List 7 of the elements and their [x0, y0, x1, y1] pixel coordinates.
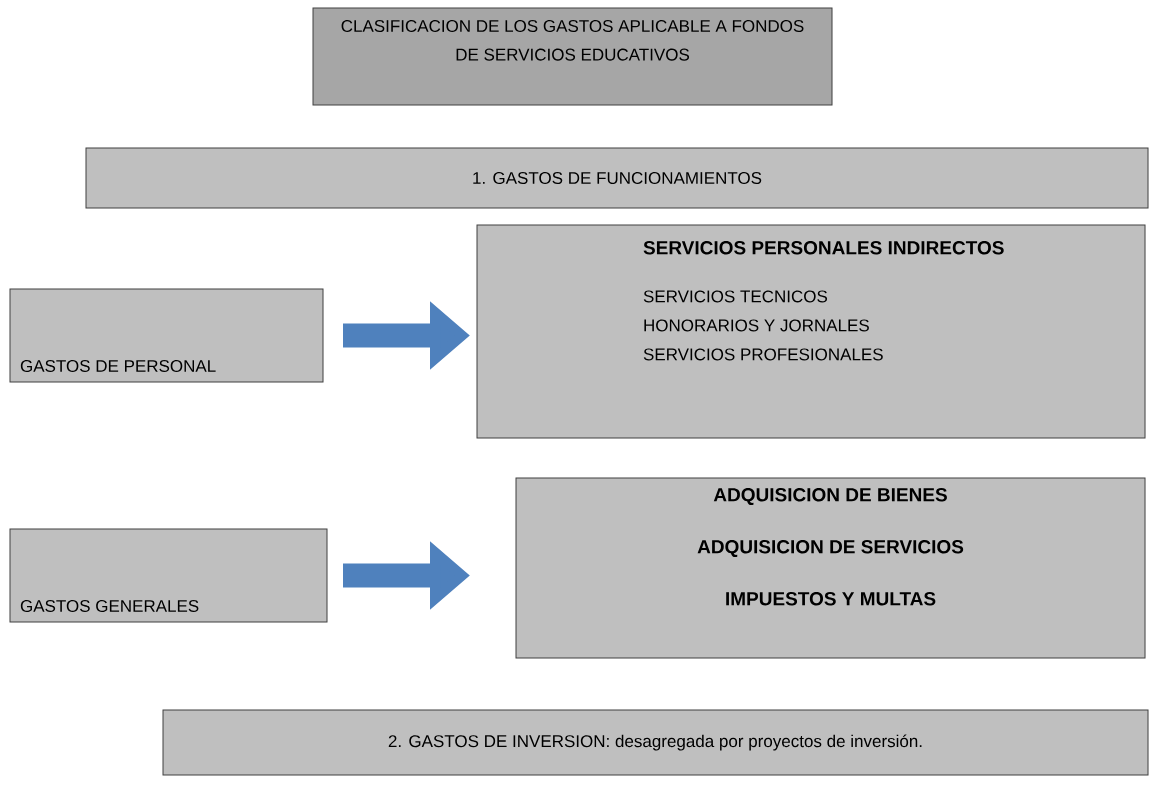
section-band: 1. GASTOS DE FUNCIONAMIENTOS: [85, 147, 1149, 209]
detail-box: SERVICIOS PERSONALES INDIRECTOS SERVICIOS TECNICOS HONORARIOS Y JORNALES SERVICIOS PROFESIONALES: [476, 224, 1146, 439]
category-box: GASTOS DE PERSONAL: [9, 288, 324, 383]
section-band: 2. GASTOS DE INVERSION: desagregada por proyectos de inversión.: [162, 709, 1149, 776]
detail-box: ADQUISICION DE BIENES ADQUISICION DE SERVICIOS IMPUESTOS Y MULTAS: [515, 477, 1146, 659]
category-box: GASTOS GENERALES: [9, 528, 328, 623]
title-box: CLASIFICACION DE LOS GASTOS APLICABLE A FONDOS DE SERVICIOS EDUCATIVOS: [312, 7, 833, 106]
